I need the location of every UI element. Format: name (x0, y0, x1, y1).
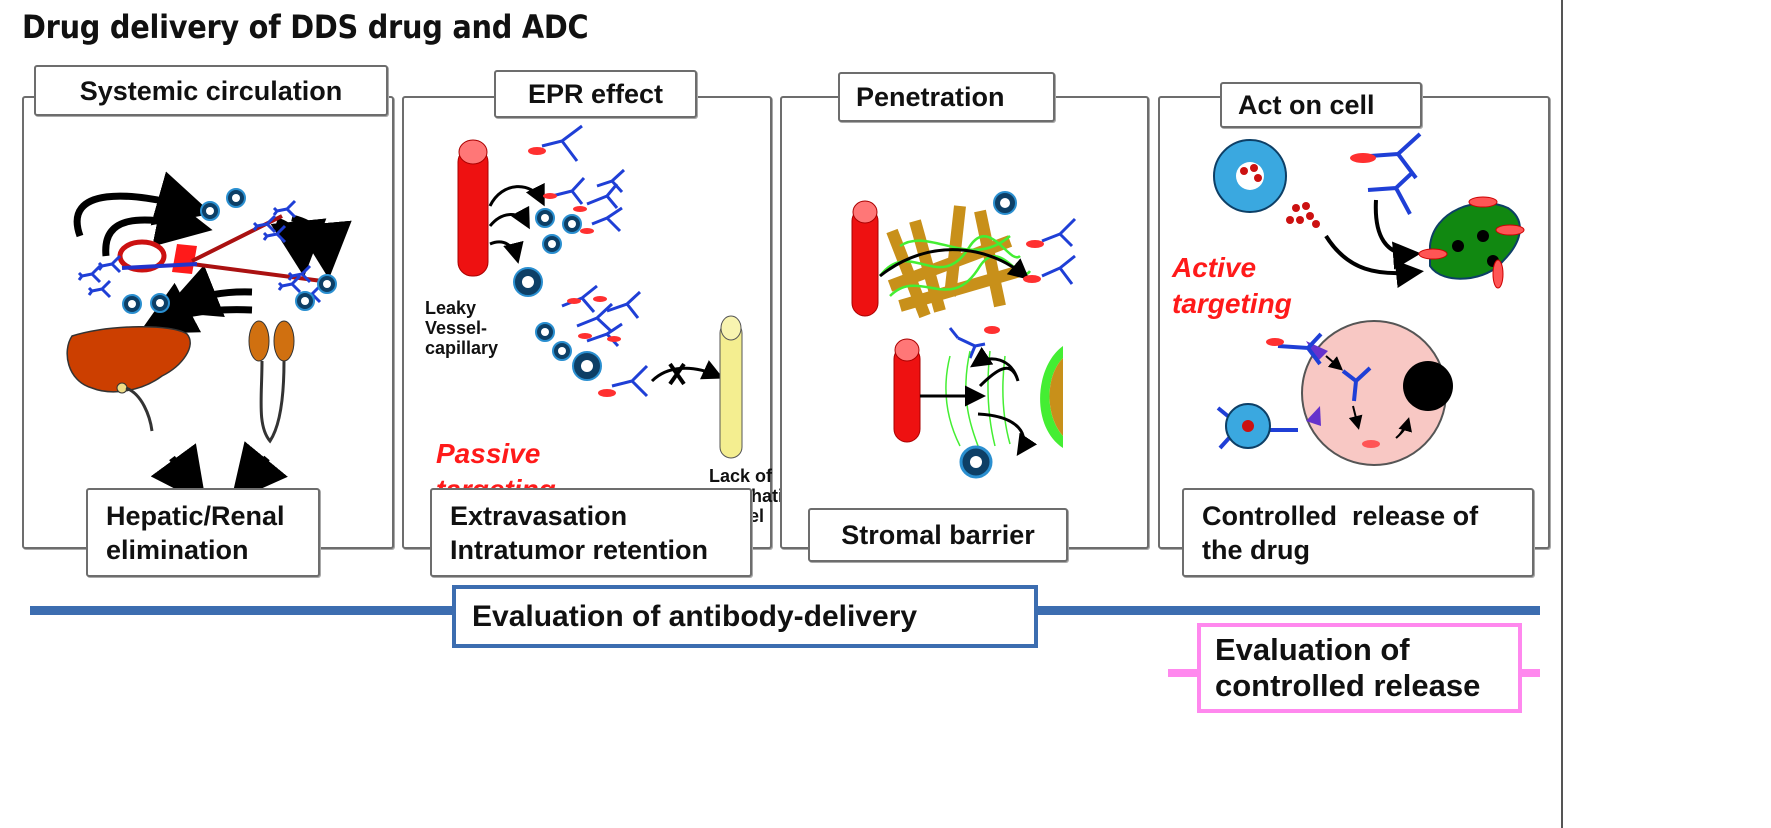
gallbladder (116, 382, 128, 394)
header-text: EPR effect (527, 79, 664, 109)
panel-systemic-circulation (22, 96, 394, 549)
footer-line: Controlled release of (1202, 500, 1479, 531)
panel-footer-extravasation: Extravasation Intratumor retention (430, 488, 752, 577)
blocked-x (668, 362, 686, 386)
evaluation-line: controlled release (1215, 668, 1481, 703)
epr-effect-illustration (457, 124, 743, 459)
vessel-blue (121, 262, 198, 270)
leaky-vessel-label: Leaky Vessel- capillary (425, 298, 499, 358)
footer-line: the drug (1202, 534, 1310, 565)
panel-footer-hepatic-renal: Hepatic/Renal elimination (86, 488, 320, 577)
footer-line: Hepatic/Renal (106, 500, 285, 531)
nucleus (1403, 361, 1453, 411)
header-text: Penetration (856, 82, 1005, 112)
footer-line: Extravasation (450, 500, 628, 531)
elimination-arrow (230, 441, 288, 503)
leaky-vessel-top (458, 139, 488, 165)
evaluation-line: Evaluation of (1215, 632, 1410, 667)
kidney-left (248, 320, 270, 362)
circulation-arrow (291, 214, 352, 279)
footer-line: Intratumor retention (450, 534, 709, 565)
tumor-cell (1429, 202, 1521, 280)
circulation-arrow (73, 171, 213, 238)
circulation-arrow (138, 282, 253, 334)
active-targeting-label: Active targeting (1172, 252, 1292, 319)
blood-vessel (851, 207, 879, 317)
kidney-right (273, 320, 295, 362)
header-text: Systemic circulation (79, 75, 343, 106)
circulation-arrow (102, 191, 213, 257)
panel-header-systemic-circulation: Systemic circulation (34, 65, 388, 116)
panel-header-act-on-cell: Act on cell (1220, 82, 1422, 128)
circulation-arrow (162, 265, 253, 318)
panel-footer-controlled-release: Controlled release of the drug (1182, 488, 1534, 577)
tumor-core (1049, 358, 1063, 436)
evaluation-antibody-delivery-text: Evaluation of antibody-delivery (472, 599, 918, 633)
bile-duct (125, 386, 154, 432)
elimination-arrow (150, 443, 207, 505)
leaky-vessel (457, 147, 489, 277)
footer-line: elimination (106, 534, 249, 565)
act-on-cell-illustration (1213, 132, 1525, 466)
systemic-circulation-illustration (66, 171, 352, 505)
evaluation-controlled-release: Evaluation of controlled release (1197, 623, 1522, 713)
panel-header-epr-effect: EPR effect (494, 70, 697, 118)
right-border-rule (1561, 0, 1563, 828)
panel-footer-stromal-barrier: Stromal barrier (808, 508, 1068, 562)
penetration-illustration (851, 191, 1077, 479)
diagram-title: Drug delivery of DDS drug and ADC (22, 8, 589, 46)
header-text: Act on cell (1238, 90, 1375, 120)
ureter (259, 360, 286, 444)
footer-line: Stromal barrier (841, 520, 1035, 550)
lymphatic-vessel (719, 321, 743, 459)
evaluation-antibody-delivery: Evaluation of antibody-delivery (452, 585, 1038, 648)
liver (66, 325, 191, 393)
panel-header-penetration: Penetration (838, 72, 1055, 122)
tumor-surface (1040, 346, 1063, 448)
